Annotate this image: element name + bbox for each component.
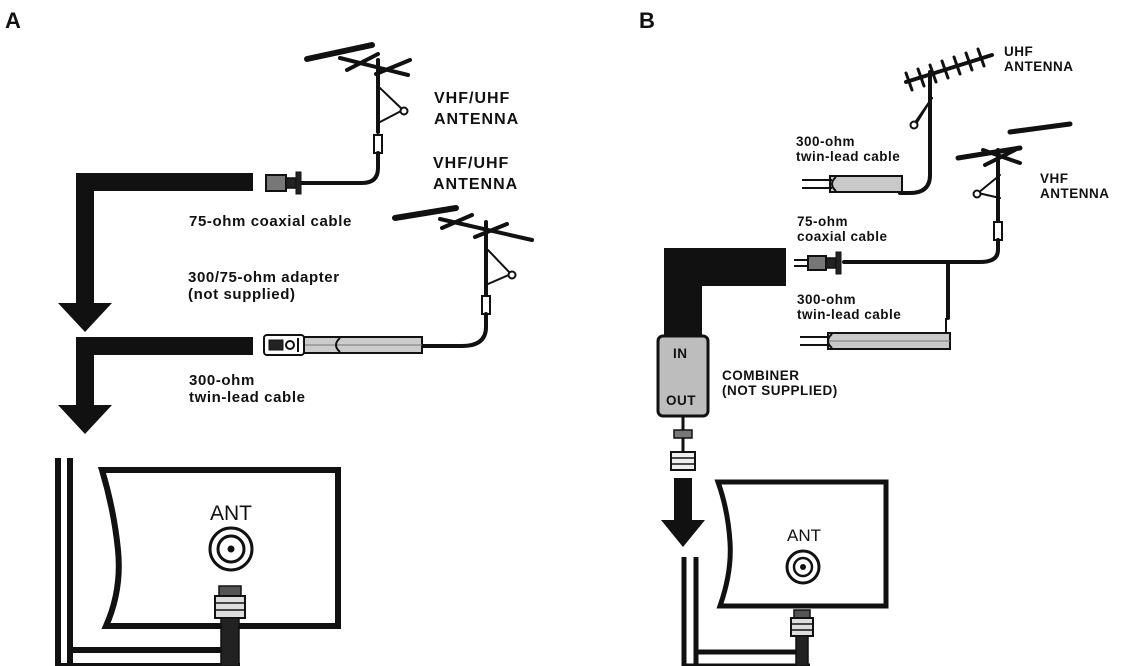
connection-arrow-b-icon xyxy=(661,478,705,547)
upper-twin-lead-icon xyxy=(802,175,903,193)
tv-back-panel-icon xyxy=(55,458,341,666)
combiner-label-line-1: COMBINER xyxy=(722,368,800,383)
panel-b-drawing xyxy=(656,47,1073,666)
panel-a-drawing xyxy=(55,42,534,666)
vhf-antenna-icon xyxy=(842,121,1073,320)
coax-b-label-line-1: 75-ohm xyxy=(797,214,849,229)
twin-lead-label: 300-ohm twin-lead cable xyxy=(189,372,306,406)
combiner-label: COMBINER (NOT SUPPLIED) xyxy=(722,368,838,398)
twin-lead-top-label-line-1: 300-ohm xyxy=(796,134,856,149)
tv-ant-label: ANT xyxy=(210,502,252,525)
coax-connector-icon xyxy=(265,171,302,195)
vhf-antenna-label-line-1: VHF xyxy=(1040,171,1069,186)
coax-b-label: 75-ohm coaxial cable xyxy=(797,214,888,244)
twin-lead-label-line-2: twin-lead cable xyxy=(189,389,306,406)
ant-jack-icon xyxy=(208,526,254,572)
vhf-antenna-label-line-2: ANTENNA xyxy=(1040,186,1110,201)
twin-lead-top-label: 300-ohm twin-lead cable xyxy=(796,134,900,164)
antenna-2-label-line-1: VHF/UHF xyxy=(433,155,510,172)
twin-lead-label-line-1: 300-ohm xyxy=(189,372,255,389)
twin-lead-bottom-label-line-1: 300-ohm xyxy=(797,292,857,307)
uhf-antenna-label-line-2: ANTENNA xyxy=(1004,59,1074,74)
tv-back-panel-b-icon xyxy=(681,479,889,666)
panel-a-tag: A xyxy=(5,8,21,33)
combiner-in-label: IN xyxy=(673,346,688,361)
lower-twin-lead-icon xyxy=(800,318,951,350)
coax-b-label-line-2: coaxial cable xyxy=(797,229,888,244)
adapter-label: 300/75-ohm adapter (not supplied) xyxy=(188,269,340,303)
panel-a: A VHF/UHF ANTENNA VHF/UHF ANTENNA 75-ohm… xyxy=(0,0,560,666)
coax-connector-b-icon xyxy=(794,251,842,275)
twin-lead-bottom-label-line-2: twin-lead cable xyxy=(797,307,902,322)
ant-jack-b-icon xyxy=(785,549,821,585)
connection-arrow-2-icon xyxy=(58,337,253,434)
vhf-uhf-antenna-1-icon xyxy=(298,42,412,185)
antenna-2-label-line-2: ANTENNA xyxy=(433,176,519,193)
antenna-2-label: VHF/UHF ANTENNA xyxy=(433,153,518,195)
panel-b-tag: B xyxy=(639,8,655,33)
adapter-label-line-2: (not supplied) xyxy=(188,286,296,303)
twin-lead-top-label-line-2: twin-lead cable xyxy=(796,149,901,164)
antenna-1-label-line-1: VHF/UHF xyxy=(434,90,511,107)
uhf-antenna-label-line-1: UHF xyxy=(1004,44,1034,59)
twin-lead-bottom-label: 300-ohm twin-lead cable xyxy=(797,292,901,322)
vhf-antenna-label: VHF ANTENNA xyxy=(1040,171,1110,201)
uhf-antenna-icon xyxy=(898,47,994,195)
antenna-1-label-line-2: ANTENNA xyxy=(434,111,520,128)
adapter-label-line-1: 300/75-ohm adapter xyxy=(188,269,340,286)
panel-b: B UHF ANTENNA VHF ANTENNA 300-ohm twin-l… xyxy=(560,0,1128,666)
combiner-icon xyxy=(656,334,710,471)
combiner-label-line-2: (NOT SUPPLIED) xyxy=(722,383,838,398)
connection-arrow-1-icon xyxy=(58,173,253,332)
vhf-uhf-antenna-2-icon xyxy=(392,205,534,348)
uhf-antenna-label: UHF ANTENNA xyxy=(1004,44,1074,74)
combiner-out-label: OUT xyxy=(666,393,696,408)
tv-plug-icon xyxy=(214,585,246,666)
antenna-1-label: VHF/UHF ANTENNA xyxy=(434,88,519,130)
adapter-twin-lead-icon xyxy=(263,334,423,356)
tv-plug-b-icon xyxy=(790,609,814,666)
coax-cable-label: 75-ohm coaxial cable xyxy=(189,213,352,230)
tv-ant-b-label: ANT xyxy=(787,526,821,545)
combiner-input-block-icon xyxy=(664,248,786,348)
